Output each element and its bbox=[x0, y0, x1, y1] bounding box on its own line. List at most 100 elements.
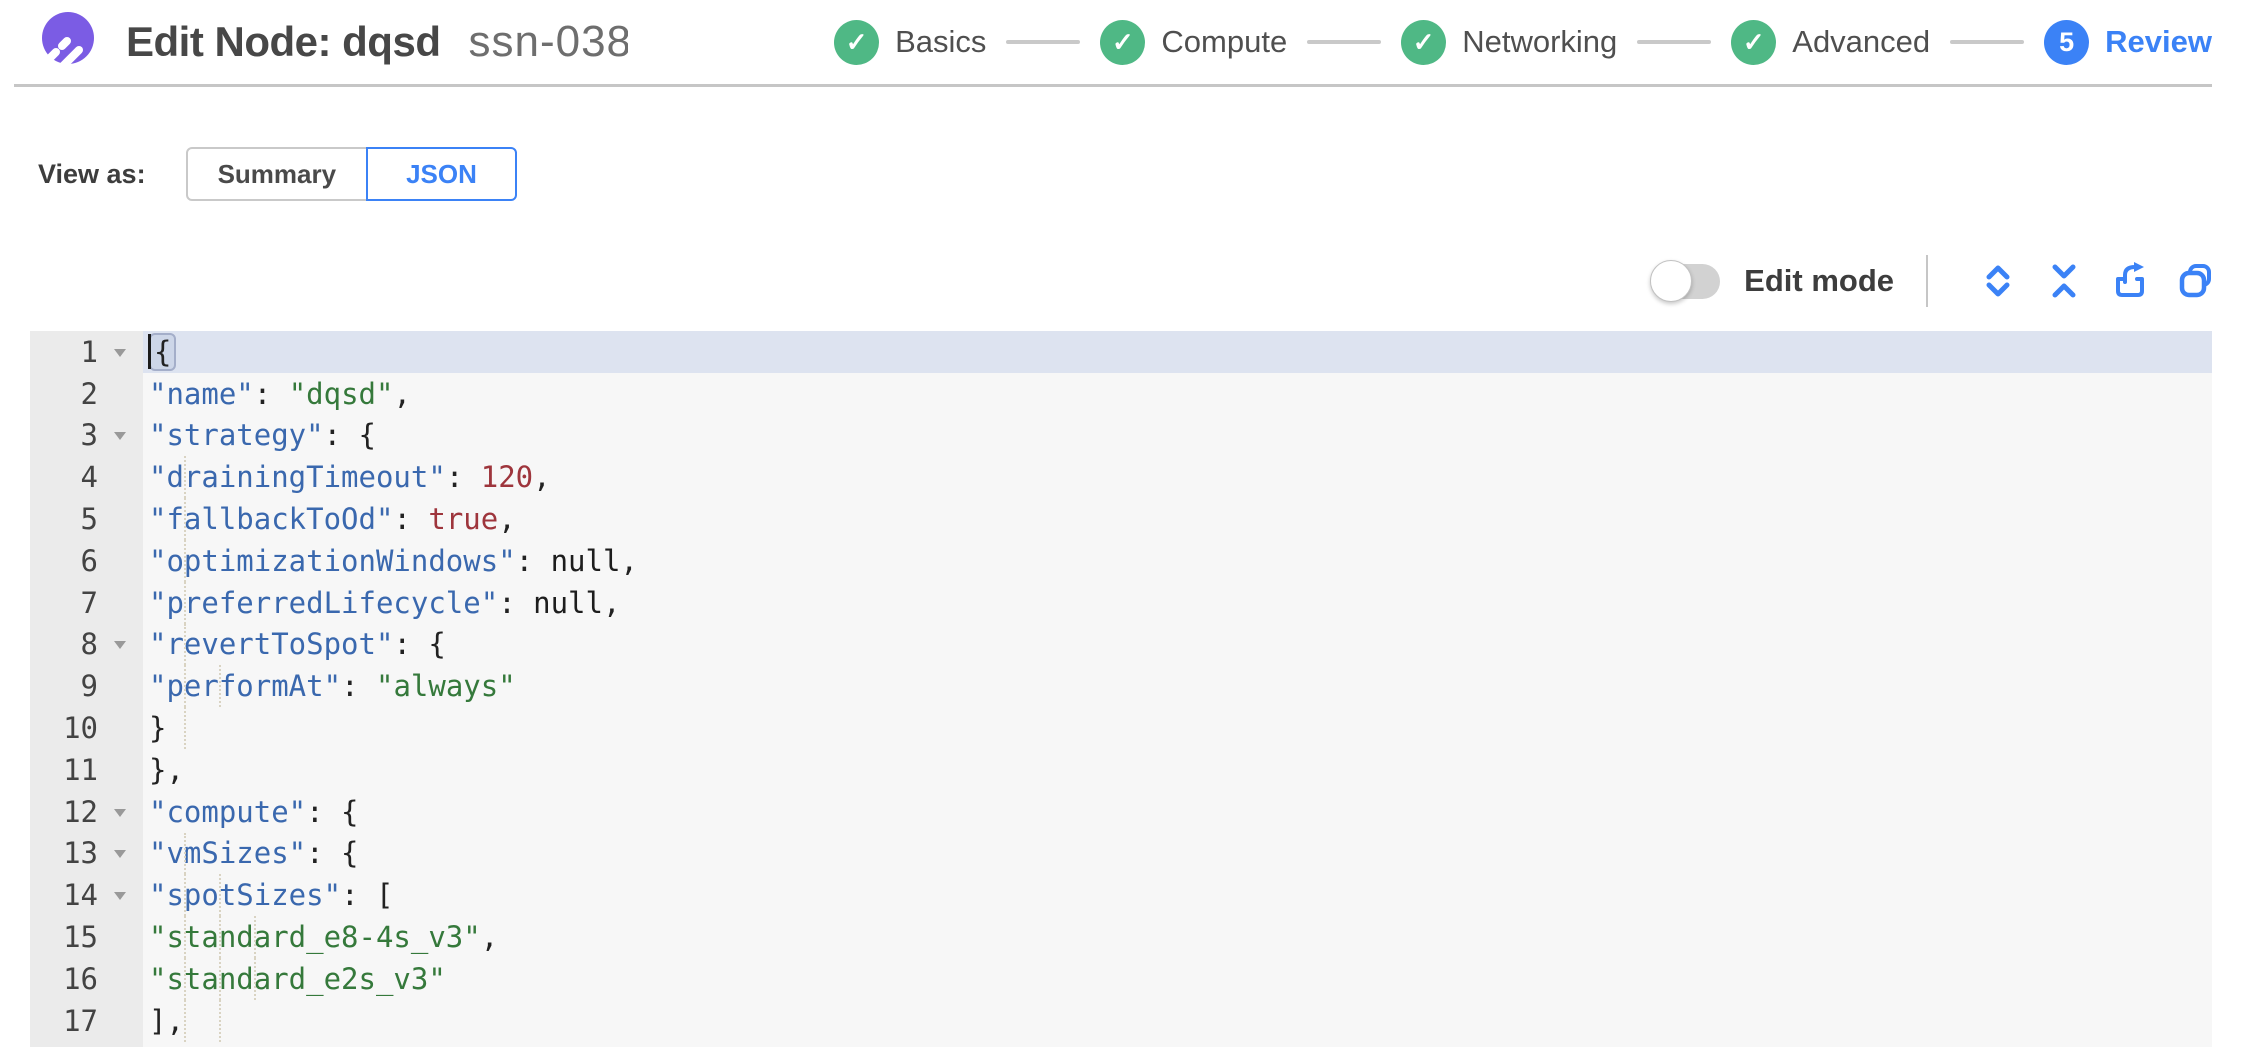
indent-guide bbox=[183, 707, 186, 749]
token-key: "strategy" bbox=[149, 418, 324, 453]
code-line: 12 "compute": { bbox=[30, 790, 2212, 833]
code-line: 8 "revertToSpot": { bbox=[30, 623, 2212, 666]
line-number: 13 bbox=[63, 836, 98, 871]
text-cursor bbox=[148, 334, 151, 369]
fold-toggle-icon[interactable] bbox=[114, 808, 126, 817]
expand-all-icon[interactable] bbox=[1974, 257, 2022, 305]
token-key: "preferredLifecycle" bbox=[149, 585, 499, 620]
copy-icon[interactable] bbox=[2172, 257, 2220, 305]
indent-guide bbox=[218, 874, 221, 917]
line-number: 12 bbox=[63, 794, 98, 829]
line-number: 17 bbox=[63, 1003, 98, 1038]
token-null: null bbox=[533, 585, 603, 620]
editor-toolbar: Edit mode bbox=[0, 253, 2220, 309]
gutter-cell: 13 bbox=[30, 832, 143, 875]
token-punc: , bbox=[620, 543, 638, 578]
step-advanced[interactable]: ✓ Advanced bbox=[1731, 19, 1931, 65]
line-number: 3 bbox=[80, 418, 98, 453]
code-content: "compute": { bbox=[143, 791, 2212, 833]
code-content: { bbox=[143, 331, 2212, 373]
indent-guide bbox=[253, 957, 256, 1000]
token-str: "standard_e2s_v3" bbox=[149, 961, 446, 996]
line-number: 8 bbox=[80, 627, 98, 662]
gutter-cell: 2 bbox=[30, 372, 143, 415]
indent-guide bbox=[183, 456, 186, 499]
toolbar-divider bbox=[1926, 255, 1928, 307]
token-punc: } bbox=[149, 711, 167, 746]
token-punc: : bbox=[515, 543, 551, 578]
code-content: "fallbackToOd": true, bbox=[143, 498, 2212, 540]
step-label: Basics bbox=[895, 24, 987, 59]
fold-toggle-icon[interactable] bbox=[114, 892, 126, 901]
step-connector bbox=[1637, 40, 1712, 44]
export-icon[interactable] bbox=[2106, 257, 2154, 305]
code-content: "name": "dqsd", bbox=[143, 373, 2212, 415]
line-number: 16 bbox=[63, 961, 98, 996]
step-connector bbox=[1006, 40, 1081, 44]
gutter-cell: 5 bbox=[30, 498, 143, 540]
gutter-cell: 12 bbox=[30, 790, 143, 833]
token-punc: , bbox=[480, 920, 499, 955]
step-label: Advanced bbox=[1792, 24, 1931, 59]
line-number: 6 bbox=[80, 543, 98, 578]
code-line bbox=[30, 1041, 2212, 1047]
token-brace: { bbox=[149, 332, 177, 371]
indent-guide bbox=[183, 539, 186, 582]
gutter-cell bbox=[30, 1041, 143, 1047]
token-num: 120 bbox=[480, 460, 534, 495]
token-punc: : bbox=[393, 502, 429, 537]
token-punc: : [ bbox=[341, 878, 394, 913]
edit-mode-toggle[interactable] bbox=[1650, 259, 1721, 302]
check-icon: ✓ bbox=[1742, 27, 1765, 57]
check-icon: ✓ bbox=[1412, 27, 1435, 57]
fold-toggle-icon[interactable] bbox=[114, 432, 126, 441]
page-title: Edit Node: dqsd bbox=[126, 18, 441, 65]
indent-guide bbox=[218, 665, 221, 708]
gutter-cell: 7 bbox=[30, 581, 143, 624]
json-editor[interactable]: 1{2 "name": "dqsd", 3 "strategy": {4 "dra… bbox=[30, 331, 2212, 1047]
code-content bbox=[143, 1042, 2212, 1047]
summary-tab-button[interactable]: Summary bbox=[185, 147, 369, 201]
code-line: 4 "drainingTimeout": 120, bbox=[30, 456, 2212, 499]
view-as-row: View as: Summary JSON bbox=[38, 147, 2250, 201]
indent-guide bbox=[183, 665, 186, 708]
gutter-cell: 17 bbox=[30, 999, 143, 1042]
step-compute[interactable]: ✓Compute bbox=[1100, 19, 1287, 65]
gutter-cell: 1 bbox=[30, 331, 143, 373]
token-punc: : { bbox=[323, 418, 376, 453]
step-check-icon: ✓ bbox=[1100, 19, 1146, 65]
fold-toggle-icon[interactable] bbox=[114, 641, 126, 650]
gutter-cell: 9 bbox=[30, 665, 143, 708]
collapse-all-icon[interactable] bbox=[2040, 257, 2088, 305]
token-punc: , bbox=[498, 502, 516, 537]
line-number: 11 bbox=[63, 752, 98, 787]
step-networking[interactable]: ✓Networking bbox=[1401, 19, 1617, 65]
code-line: 17 ], bbox=[30, 999, 2212, 1042]
code-line: 10 } bbox=[30, 707, 2212, 749]
view-as-label: View as: bbox=[38, 158, 146, 189]
token-punc: : bbox=[253, 376, 289, 411]
json-tab-button[interactable]: JSON bbox=[366, 147, 517, 201]
fold-toggle-icon[interactable] bbox=[114, 850, 126, 859]
gutter-cell: 3 bbox=[30, 414, 143, 457]
gutter-cell: 10 bbox=[30, 707, 143, 749]
code-content: "standard_e8-4s_v3", bbox=[143, 916, 2212, 958]
indent-guide bbox=[253, 916, 256, 958]
line-number: 2 bbox=[80, 376, 98, 411]
line-number: 10 bbox=[63, 711, 98, 746]
gutter-cell: 15 bbox=[30, 916, 143, 958]
gutter-cell: 8 bbox=[30, 623, 143, 666]
toggle-knob bbox=[1650, 259, 1693, 302]
token-key: "fallbackToOd" bbox=[149, 502, 394, 537]
fold-toggle-icon[interactable] bbox=[114, 348, 126, 357]
indent-guide bbox=[183, 874, 186, 917]
step-check-icon: ✓ bbox=[1401, 19, 1447, 65]
step-label: Review bbox=[2105, 24, 2212, 59]
line-number: 15 bbox=[63, 920, 98, 955]
code-content: } bbox=[143, 707, 2212, 749]
step-basics[interactable]: ✓Basics bbox=[834, 19, 987, 65]
code-line: 15 "standard_e8-4s_v3", bbox=[30, 916, 2212, 958]
token-punc: , bbox=[393, 376, 411, 411]
